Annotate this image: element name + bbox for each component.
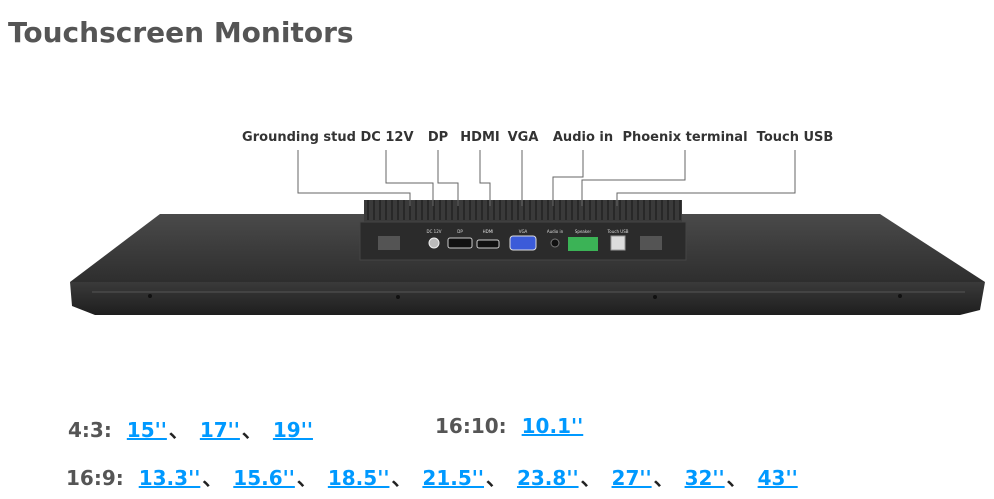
callout-audio-in: Audio in [552, 130, 614, 145]
size-link-23-8[interactable]: 23.8'' [516, 466, 579, 490]
vga-port [509, 235, 537, 251]
callout-grounding-stud: Grounding stud [242, 130, 356, 145]
usb-port [610, 235, 626, 251]
callout-hdmi: HDMI [460, 130, 500, 145]
size-link-15[interactable]: 15'' [126, 418, 167, 442]
callout-vga: VGA [507, 130, 539, 145]
size-link-10-1[interactable]: 10.1'' [521, 414, 584, 438]
port-label-dc: DC 12V [427, 229, 442, 234]
separator: 、 [241, 418, 262, 442]
sizes-4-3: 4:3: 15''、 17''、 19'' [68, 414, 313, 443]
hdmi-port [476, 239, 500, 249]
size-link-19[interactable]: 19'' [272, 418, 313, 442]
callout-phoenix-terminal: Phoenix terminal [622, 130, 748, 145]
heatsink [364, 200, 682, 222]
size-link-15-6[interactable]: 15.6'' [233, 466, 295, 490]
phoenix-terminal [568, 237, 598, 251]
callout-dc-12v: DC 12V [360, 130, 414, 145]
separator: 、 [391, 466, 412, 490]
sizes-16-9: 16:9: 13.3''、 15.6''、 18.5''、 21.5''、 23… [66, 462, 798, 491]
aspect-label: 4:3: [68, 418, 112, 442]
aspect-label: 16:10: [435, 414, 507, 438]
separator: 、 [486, 466, 506, 490]
screw-holes [148, 294, 902, 299]
separator: 、 [296, 466, 317, 490]
size-link-13-3[interactable]: 13.3'' [138, 466, 201, 490]
size-link-32[interactable]: 32'' [684, 466, 725, 490]
port-label-audio: Audio in [547, 229, 564, 234]
port-label-speaker: Speaker [575, 229, 592, 234]
callout-touch-usb: Touch USB [756, 130, 834, 145]
port-label-vga: VGA [519, 229, 528, 234]
separator: 、 [580, 466, 601, 490]
size-link-21-5[interactable]: 21.5'' [422, 466, 484, 490]
separator: 、 [726, 466, 747, 490]
sizes-16-10: 16:10: 10.1'' [435, 414, 583, 438]
size-link-27[interactable]: 27'' [611, 466, 652, 490]
monitor-rear-image: DC 12V DP HDMI VGA Audio in Speaker Touc… [70, 150, 985, 315]
callout-dp: DP [427, 130, 449, 145]
page-title: Touchscreen Monitors [8, 16, 354, 49]
monitor-bottom-edge [70, 282, 985, 315]
separator: 、 [653, 466, 674, 490]
size-link-18-5[interactable]: 18.5'' [327, 466, 390, 490]
size-link-17[interactable]: 17'' [199, 418, 240, 442]
size-link-43[interactable]: 43'' [757, 466, 798, 490]
port-label-dp: DP [457, 229, 463, 234]
port-label-hdmi: HDMI [483, 229, 494, 234]
audio-jack [550, 238, 560, 248]
callout-lines [297, 150, 796, 206]
separator: 、 [168, 418, 189, 442]
aspect-label: 16:9: [66, 466, 124, 490]
separator: 、 [202, 466, 223, 490]
dc-jack [428, 237, 440, 249]
port-label-usb: Touch USB [607, 229, 629, 234]
dp-port [447, 237, 473, 249]
